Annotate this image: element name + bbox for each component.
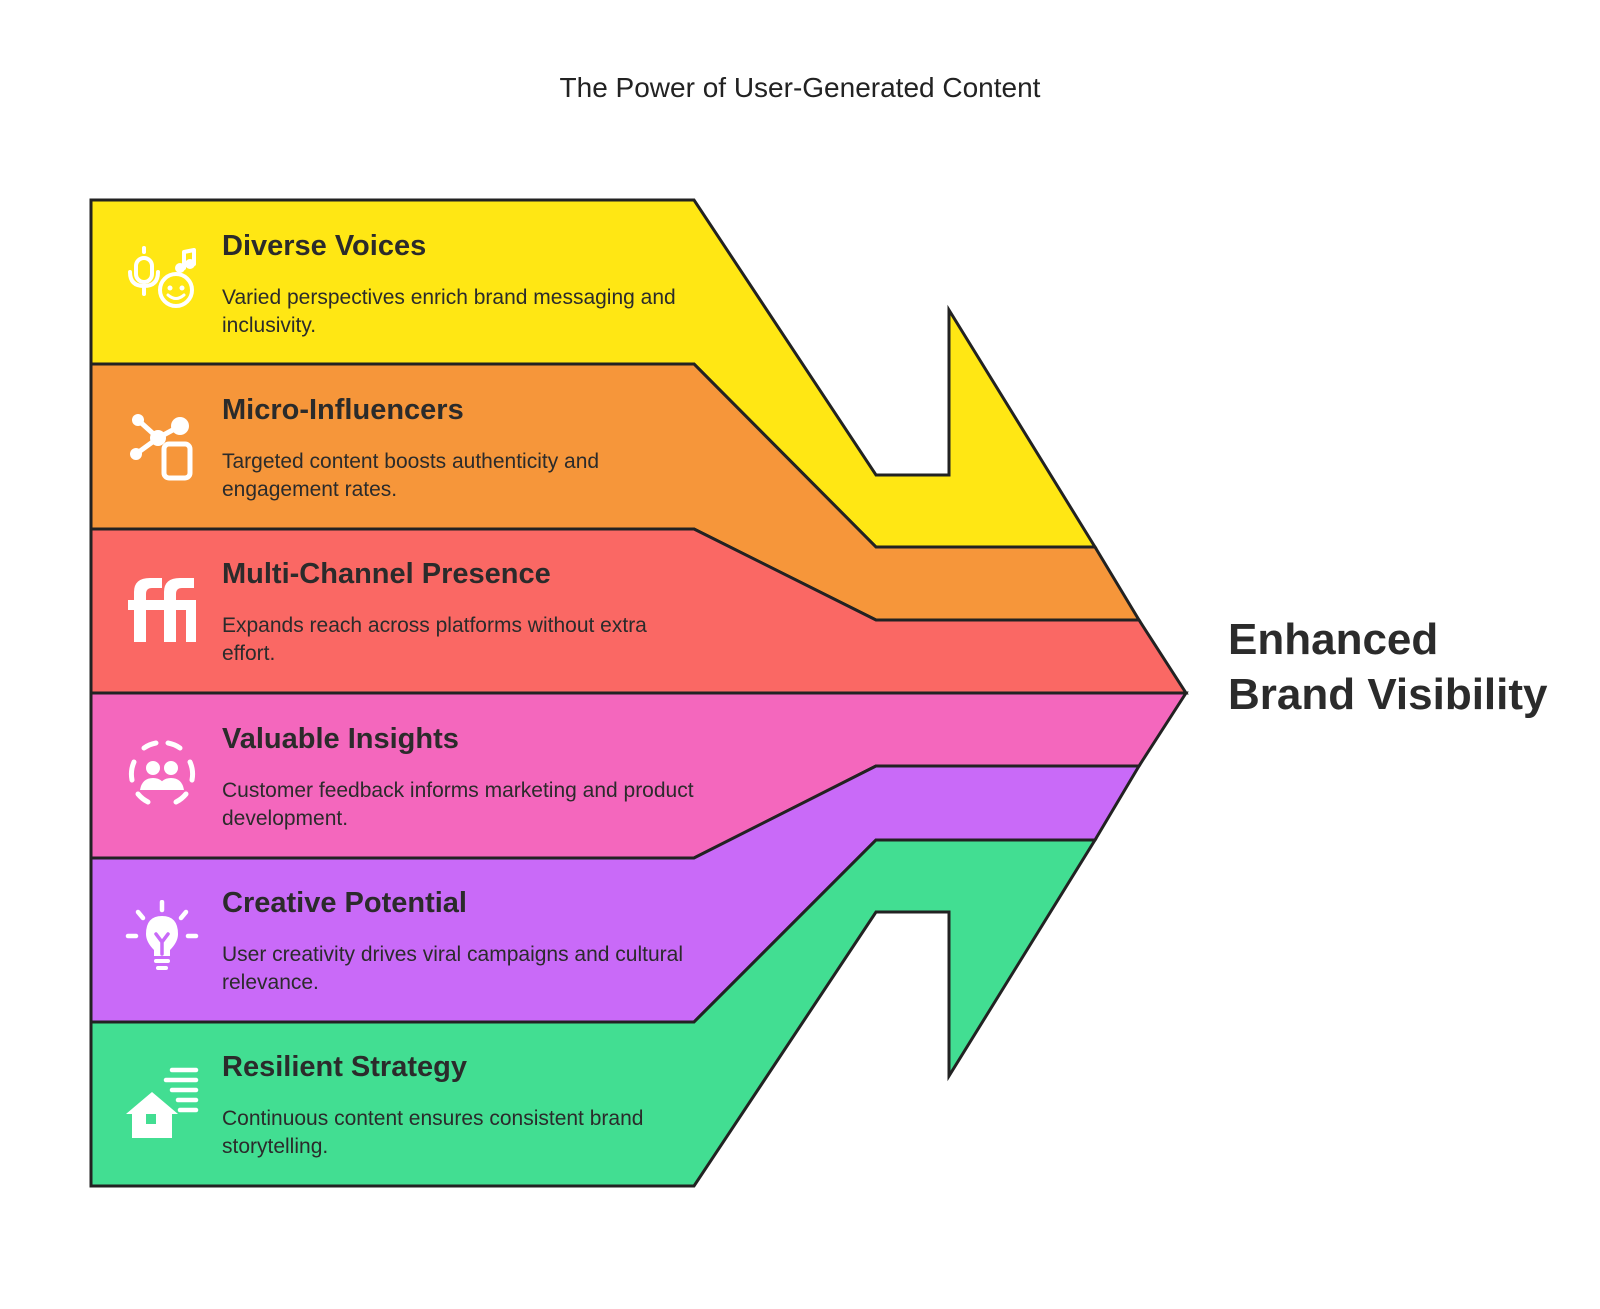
ff-ligature-icon bbox=[128, 578, 196, 642]
diagram-title: The Power of User-Generated Content bbox=[559, 72, 1041, 103]
band-title-multi-channel-presence: Multi-Channel Presence bbox=[222, 558, 551, 590]
band-title-diverse-voices: Diverse Voices bbox=[222, 230, 427, 262]
group-circle-icon bbox=[128, 740, 196, 805]
outcome-label: Enhanced Brand Visibility bbox=[1228, 615, 1548, 719]
network-phone-icon bbox=[130, 414, 193, 481]
band-title-resilient-strategy: Resilient Strategy bbox=[222, 1051, 467, 1083]
band-description-diverse-voices: Varied perspectives enrich brand messagi… bbox=[222, 286, 676, 337]
band-title-valuable-insights: Valuable Insights bbox=[222, 723, 459, 755]
band-description-micro-influencers: Targeted content boosts authenticity and… bbox=[222, 450, 600, 501]
voices-icon bbox=[128, 246, 196, 308]
band-description-multi-channel-presence: Expands reach across platforms without e… bbox=[222, 614, 647, 665]
band-description-resilient-strategy: Continuous content ensures consistent br… bbox=[222, 1107, 644, 1158]
band-description-valuable-insights: Customer feedback informs marketing and … bbox=[222, 779, 694, 830]
band-title-creative-potential: Creative Potential bbox=[222, 887, 467, 919]
band-description-creative-potential: User creativity drives viral campaigns a… bbox=[222, 943, 684, 994]
lightbulb-icon bbox=[125, 900, 199, 970]
band-title-micro-influencers: Micro-Influencers bbox=[222, 394, 464, 426]
house-wind-icon bbox=[126, 1067, 199, 1138]
band-shape-resilient-strategy bbox=[89, 838, 1098, 1188]
